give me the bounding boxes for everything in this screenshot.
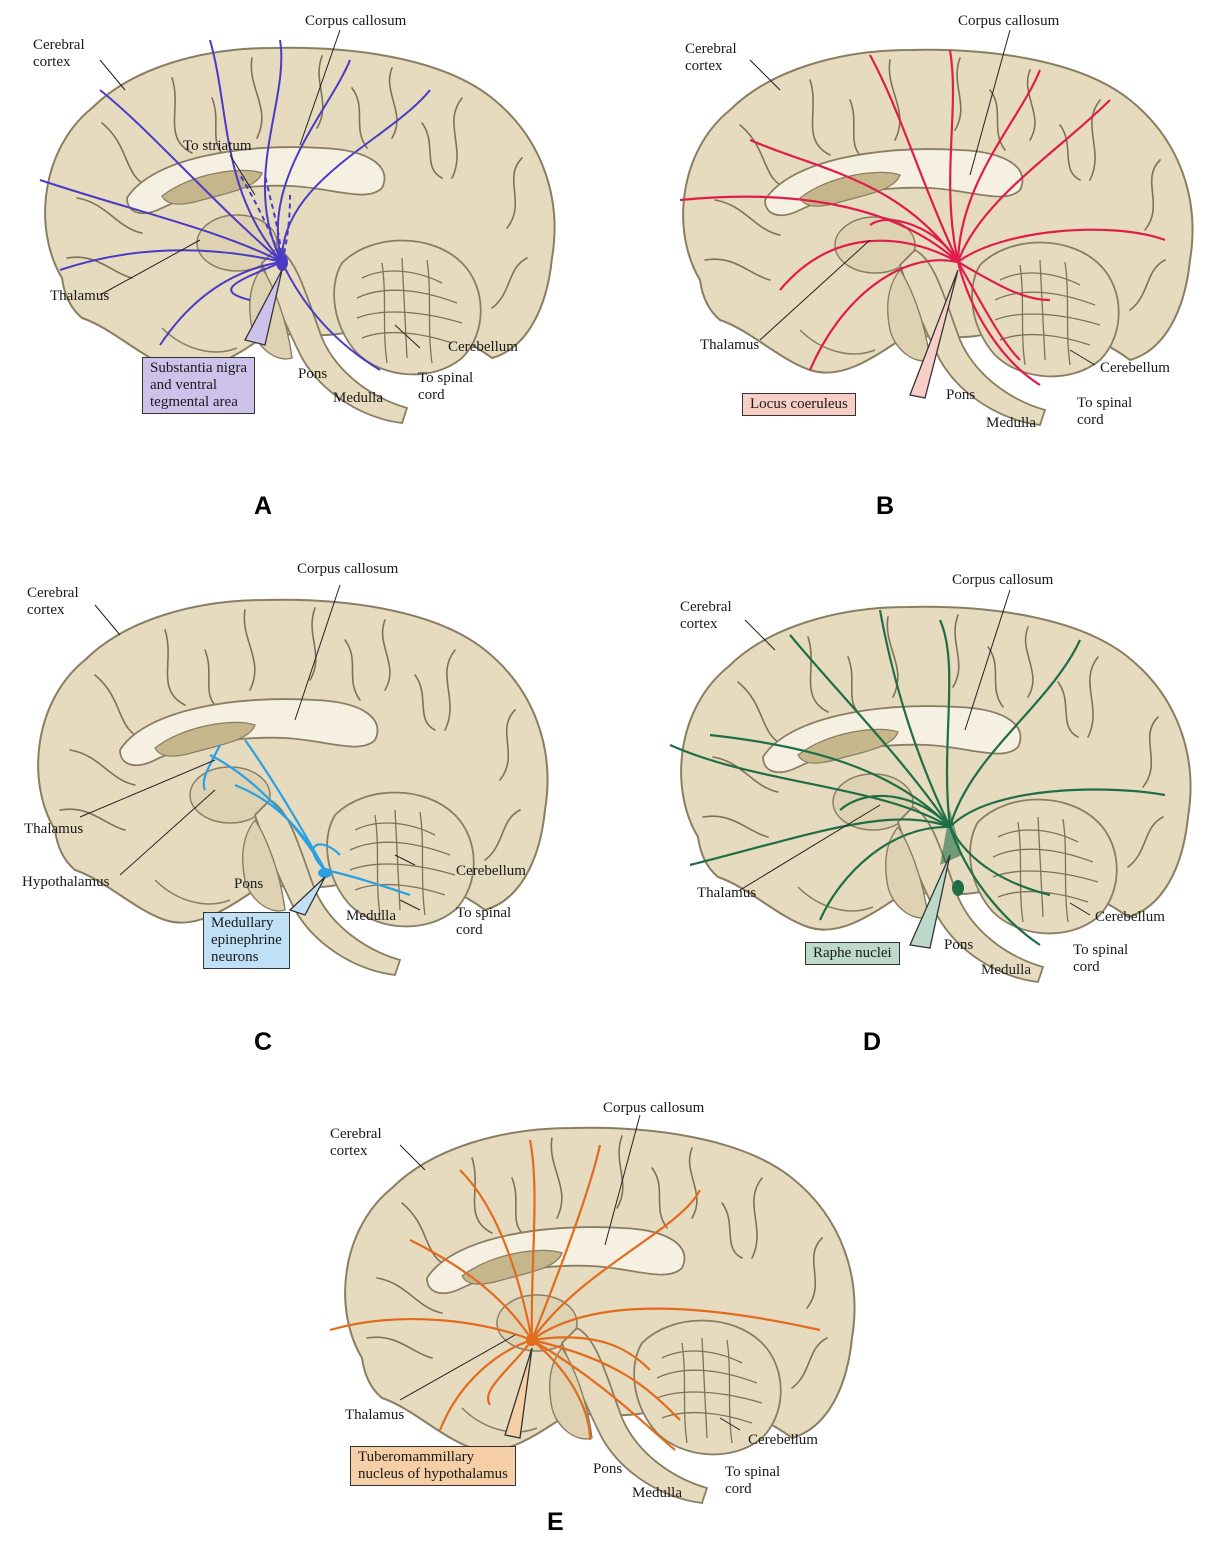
- label-pons: Pons: [944, 937, 973, 954]
- panel-letter: C: [254, 1028, 272, 1057]
- source-label-box: Tuberomammillary nucleus of hypothalamus: [350, 1446, 516, 1486]
- label-cerebral-cortex: Cerebral cortex: [685, 41, 737, 75]
- label-medulla: Medulla: [981, 962, 1031, 979]
- label-pons: Pons: [593, 1461, 622, 1478]
- label-thalamus: Thalamus: [24, 821, 83, 838]
- label-to-spinal-cord: To spinal cord: [725, 1464, 780, 1498]
- panel-c: Cerebral cortex Corpus callosum Thalamus…: [0, 555, 600, 1075]
- label-cerebellum: Cerebellum: [456, 863, 526, 880]
- label-pons: Pons: [234, 876, 263, 893]
- label-cerebral-cortex: Cerebral cortex: [330, 1126, 382, 1160]
- label-to-spinal-cord: To spinal cord: [1077, 395, 1132, 429]
- label-medulla: Medulla: [346, 908, 396, 925]
- label-cerebellum: Cerebellum: [1100, 360, 1170, 377]
- label-to-spinal-cord: To spinal cord: [418, 370, 473, 404]
- panel-letter: D: [863, 1028, 881, 1057]
- source-label-box: Substantia nigra and ventral tegmental a…: [142, 357, 255, 414]
- source-nucleus-e: [526, 1334, 538, 1346]
- label-to-striatum: To striatum: [183, 138, 252, 155]
- source-label-box: Medullary epinephrine neurons: [203, 912, 290, 969]
- label-thalamus: Thalamus: [50, 288, 109, 305]
- label-thalamus: Thalamus: [697, 885, 756, 902]
- source-nucleus-d: [952, 880, 964, 896]
- source-label-box: Raphe nuclei: [805, 942, 900, 965]
- label-corpus-callosum: Corpus callosum: [603, 1100, 704, 1117]
- label-to-spinal-cord: To spinal cord: [1073, 942, 1128, 976]
- label-cerebellum: Cerebellum: [1095, 909, 1165, 926]
- panel-b: Cerebral cortex Corpus callosum Thalamus…: [640, 0, 1205, 520]
- label-hypothalamus: Hypothalamus: [22, 874, 110, 891]
- label-cerebral-cortex: Cerebral cortex: [680, 599, 732, 633]
- source-nucleus-c: [318, 868, 332, 878]
- label-thalamus: Thalamus: [700, 337, 759, 354]
- source-nucleus-a: [276, 253, 288, 271]
- label-pons: Pons: [298, 366, 327, 383]
- label-cerebellum: Cerebellum: [448, 339, 518, 356]
- label-corpus-callosum: Corpus callosum: [297, 561, 398, 578]
- panel-d: Cerebral cortex Corpus callosum Thalamus…: [640, 565, 1205, 1075]
- label-medulla: Medulla: [333, 390, 383, 407]
- label-corpus-callosum: Corpus callosum: [958, 13, 1059, 30]
- panel-e: Cerebral cortex Corpus callosum Thalamus…: [300, 1090, 900, 1548]
- label-thalamus: Thalamus: [345, 1407, 404, 1424]
- label-cerebellum: Cerebellum: [748, 1432, 818, 1449]
- panel-letter: B: [876, 492, 894, 521]
- panel-letter: E: [547, 1508, 564, 1537]
- label-medulla: Medulla: [986, 415, 1036, 432]
- source-label-box: Locus coeruleus: [742, 393, 856, 416]
- panel-letter: A: [254, 492, 272, 521]
- label-cerebral-cortex: Cerebral cortex: [33, 37, 85, 71]
- label-medulla: Medulla: [632, 1485, 682, 1502]
- panel-a: Cerebral cortex Corpus callosum To stria…: [0, 0, 600, 500]
- label-pons: Pons: [946, 387, 975, 404]
- label-to-spinal-cord: To spinal cord: [456, 905, 511, 939]
- label-corpus-callosum: Corpus callosum: [952, 572, 1053, 589]
- label-cerebral-cortex: Cerebral cortex: [27, 585, 79, 619]
- label-corpus-callosum: Corpus callosum: [305, 13, 406, 30]
